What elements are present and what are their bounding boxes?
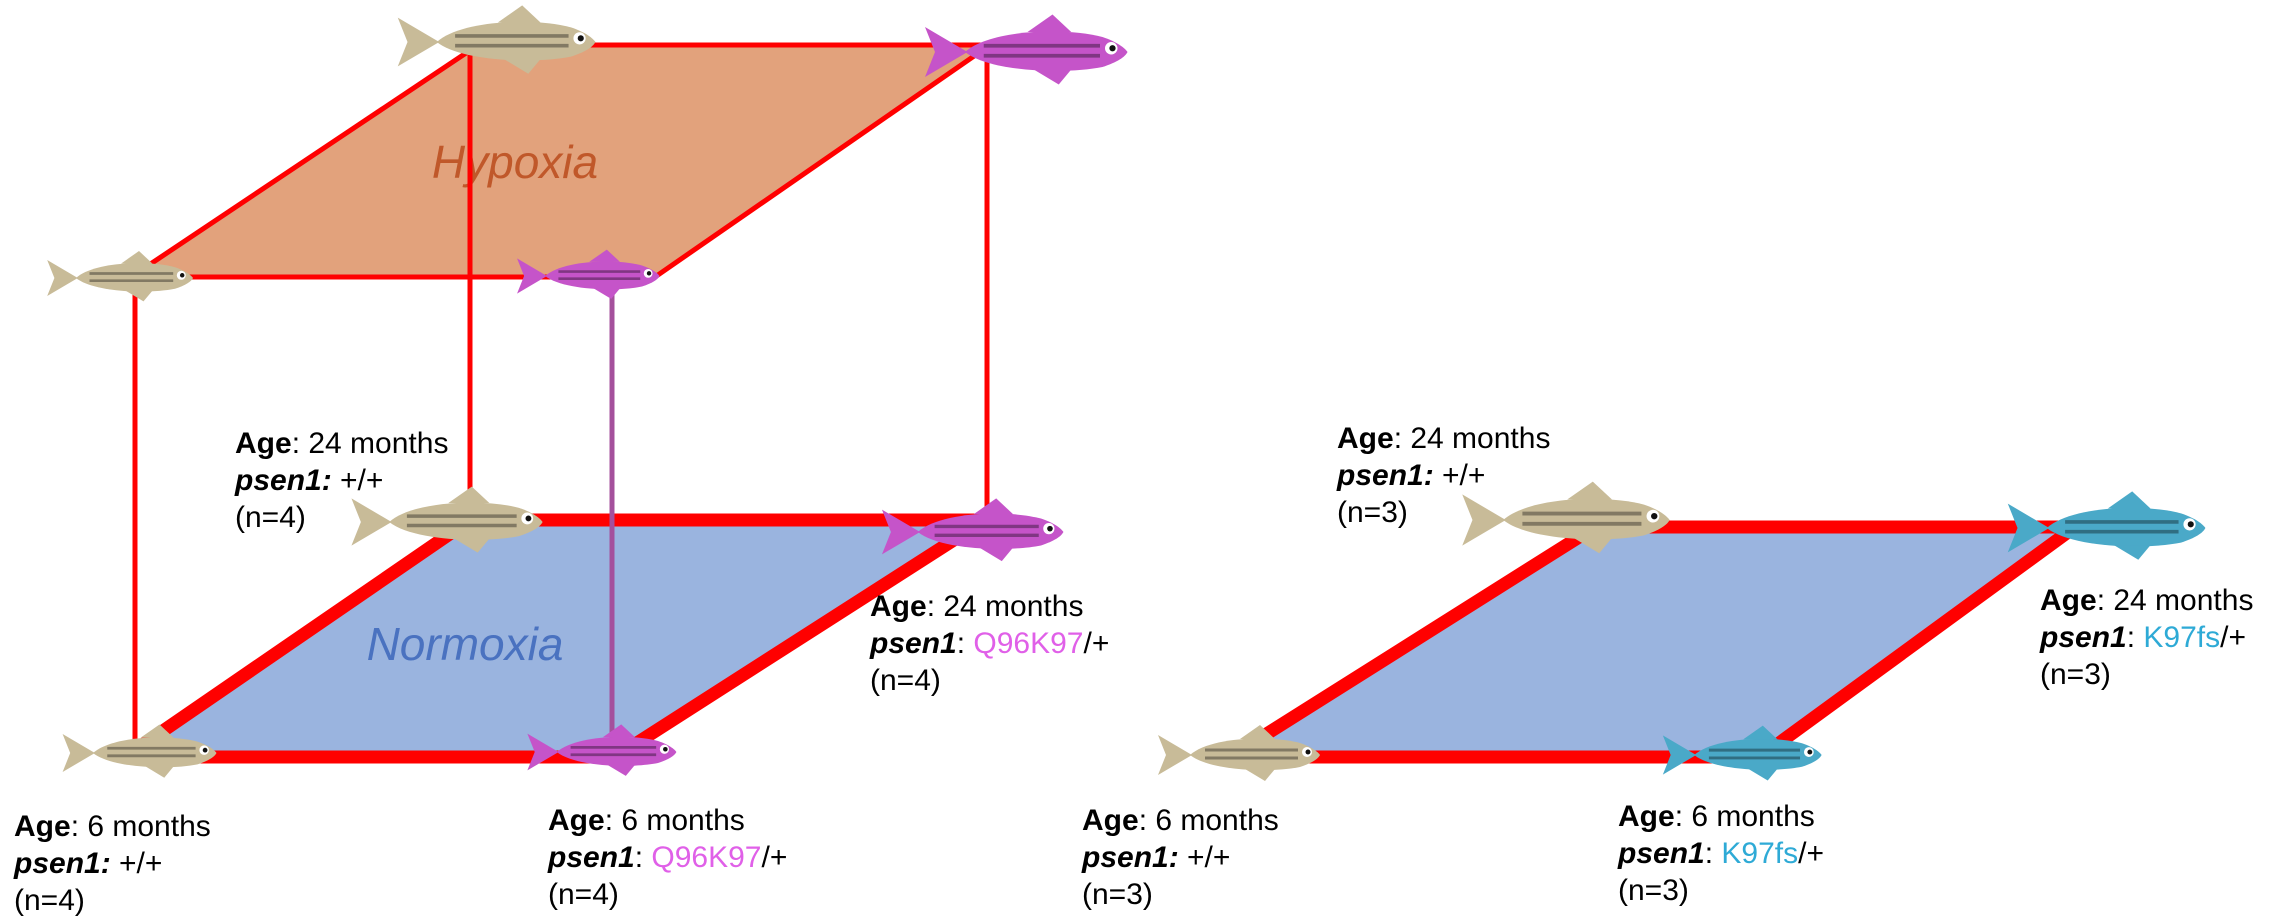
mutation-name: Q96K97 — [973, 627, 1083, 660]
label-right-6m-wildtype: Age: 6 months psen1: +/+ (n=3) — [1082, 802, 1279, 913]
age-key: Age — [548, 804, 605, 837]
gene-name: psen1 — [870, 627, 957, 660]
label-left-24m-q96k97: Age: 24 months psen1: Q96K97/+ (n=4) — [870, 588, 1109, 699]
genotype-line: psen1: +/+ — [1337, 457, 1550, 494]
hypoxia-label: Hypoxia — [432, 136, 598, 188]
genotype-sep: : — [2127, 621, 2144, 654]
genotype-value: +/+ — [332, 464, 384, 497]
gene-name: psen1: — [14, 847, 111, 880]
age-value: : 6 months — [1675, 800, 1815, 833]
allele-suffix: /+ — [1083, 627, 1109, 660]
allele-suffix: /+ — [2220, 621, 2246, 654]
label-left-6m-q96k97: Age: 6 months psen1: Q96K97/+ (n=4) — [548, 802, 787, 913]
age-value: : 6 months — [1139, 804, 1279, 837]
gene-name: psen1: — [235, 464, 332, 497]
sample-size: (n=3) — [1618, 872, 1824, 909]
normoxia-plane-k97fs — [1230, 527, 2075, 757]
gene-name: psen1 — [2040, 621, 2127, 654]
genotype-sep: : — [635, 841, 652, 874]
age-key: Age — [1618, 800, 1675, 833]
allele-suffix: /+ — [1798, 837, 1824, 870]
gene-name: psen1 — [548, 841, 635, 874]
age-key: Age — [1082, 804, 1139, 837]
sample-size: (n=4) — [14, 882, 211, 919]
genotype-line: psen1: +/+ — [1082, 839, 1279, 876]
age-line: Age: 24 months — [235, 425, 448, 462]
label-right-6m-k97fs: Age: 6 months psen1: K97fs/+ (n=3) — [1618, 798, 1824, 909]
label-left-6m-wildtype: Age: 6 months psen1: +/+ (n=4) — [14, 808, 211, 919]
gene-name: psen1: — [1337, 459, 1434, 492]
mutation-name: Q96K97 — [651, 841, 761, 874]
sample-size: (n=3) — [1337, 494, 1550, 531]
sample-size: (n=4) — [235, 499, 448, 536]
genotype-sep: : — [1705, 837, 1722, 870]
genotype-line: psen1: +/+ — [235, 462, 448, 499]
normoxia-label: Normoxia — [367, 618, 564, 670]
mutation-name: K97fs — [1721, 837, 1798, 870]
genotype-sep: : — [957, 627, 974, 660]
age-line: Age: 24 months — [2040, 582, 2253, 619]
sample-size: (n=4) — [870, 662, 1109, 699]
age-line: Age: 6 months — [1618, 798, 1824, 835]
q96k97-fish-icon — [925, 15, 1128, 85]
allele-suffix: /+ — [761, 841, 787, 874]
age-line: Age: 24 months — [870, 588, 1109, 625]
age-line: Age: 6 months — [14, 808, 211, 845]
age-key: Age — [14, 810, 71, 843]
genotype-line: psen1: Q96K97/+ — [548, 839, 787, 876]
genotype-value: +/+ — [1179, 841, 1231, 874]
genotype-value: +/+ — [1434, 459, 1486, 492]
age-value: : 24 months — [1394, 422, 1551, 455]
age-key: Age — [870, 590, 927, 623]
age-value: : 6 months — [605, 804, 745, 837]
gene-name: psen1: — [1082, 841, 1179, 874]
age-key: Age — [1337, 422, 1394, 455]
genotype-line: psen1: K97fs/+ — [1618, 835, 1824, 872]
genotype-line: psen1: K97fs/+ — [2040, 619, 2253, 656]
age-value: : 24 months — [2097, 584, 2254, 617]
sample-size: (n=3) — [2040, 656, 2253, 693]
label-left-24m-wildtype: Age: 24 months psen1: +/+ (n=4) — [235, 425, 448, 536]
age-key: Age — [235, 427, 292, 460]
age-line: Age: 6 months — [1082, 802, 1279, 839]
label-right-24m-k97fs: Age: 24 months psen1: K97fs/+ (n=3) — [2040, 582, 2253, 693]
genotype-value: +/+ — [111, 847, 163, 880]
genotype-line: psen1: +/+ — [14, 845, 211, 882]
gene-name: psen1 — [1618, 837, 1705, 870]
age-value: : 24 months — [292, 427, 449, 460]
label-right-24m-wildtype: Age: 24 months psen1: +/+ (n=3) — [1337, 420, 1550, 531]
age-line: Age: 6 months — [548, 802, 787, 839]
age-line: Age: 24 months — [1337, 420, 1550, 457]
age-value: : 24 months — [927, 590, 1084, 623]
age-key: Age — [2040, 584, 2097, 617]
sample-size: (n=4) — [548, 876, 787, 913]
genotype-line: psen1: Q96K97/+ — [870, 625, 1109, 662]
sample-size: (n=3) — [1082, 876, 1279, 913]
age-value: : 6 months — [71, 810, 211, 843]
mutation-name: K97fs — [2143, 621, 2220, 654]
